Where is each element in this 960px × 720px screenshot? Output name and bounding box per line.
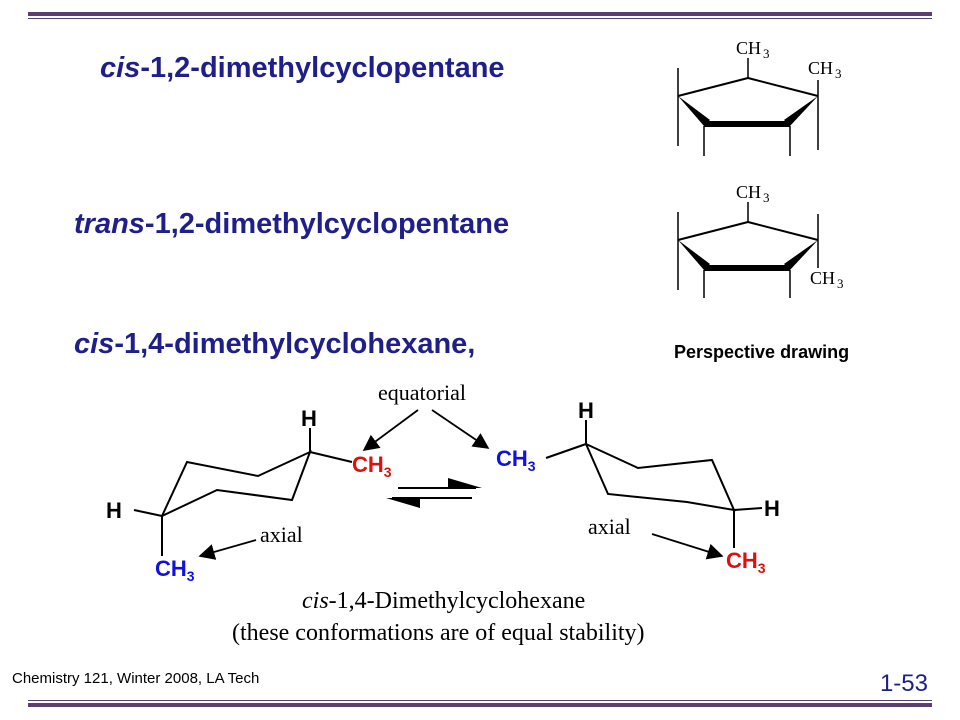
left-chair-conformer: H H CH3 CH3 [106,406,392,584]
left-h-left: H [106,498,122,523]
left-h-top: H [301,406,317,431]
equilibrium-arrows [386,478,482,508]
equatorial-arrow-right [431,409,490,449]
axial-label-left: axial [260,522,303,547]
right-chair-conformer: H H CH3 CH3 [496,398,780,576]
heading-cis-cyclohexane: cis-1,4-dimethylcyclohexane, [74,328,476,360]
right-h-top: H [578,398,594,423]
equatorial-arrow-left [362,409,419,451]
perspective-caption: Perspective drawing [674,342,850,362]
bottom-rule [28,700,932,707]
right-axial-methyl: CH3 [726,548,766,576]
right-h-right: H [764,496,780,521]
top-rule [28,12,932,19]
left-axial-methyl: CH3 [155,556,195,584]
conformation-note: (these conformations are of equal stabil… [232,620,645,646]
conformation-caption: cis-1,4-Dimethylcyclohexane [302,588,585,614]
left-equatorial-methyl: CH3 [352,452,392,480]
axial-label-right: axial [588,514,631,539]
equatorial-label: equatorial [378,380,466,405]
axial-arrow-right [651,533,724,560]
heading-cis-cyclopentane: cis-1,2-dimethylcyclopentane [100,52,505,84]
axial-arrow-left [198,539,257,560]
heading-trans-cyclopentane: trans-1,2-dimethylcyclopentane [74,208,510,240]
course-footer: Chemistry 121, Winter 2008, LA Tech [12,670,260,687]
right-equatorial-methyl: CH3 [496,446,536,474]
page-number: 1-53 [879,670,928,697]
